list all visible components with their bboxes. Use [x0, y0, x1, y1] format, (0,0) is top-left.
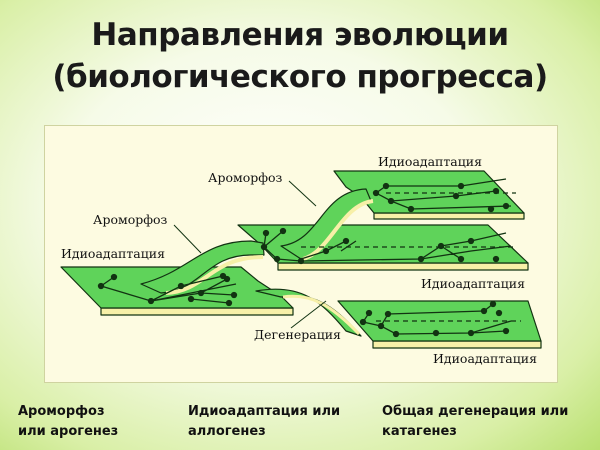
caption-aromorphosis: Ароморфоз или арогенез	[18, 402, 118, 442]
caption-line: или арогенез	[18, 424, 119, 439]
caption-line: Общая дегенерация или	[382, 404, 569, 419]
evolution-directions-diagram: Идиоадаптация Ароморфоз Ароморфоз Идиоад…	[44, 125, 558, 383]
caption-idioadaptation: Идиоадаптация или аллогенез	[188, 402, 340, 442]
platform-bottom	[337, 300, 542, 349]
tree-nodes-middle	[260, 227, 500, 265]
platform-top	[333, 170, 525, 220]
caption-line: Идиоадаптация или	[188, 404, 341, 419]
label-idioadaptation-top: Идиоадаптация	[378, 154, 482, 169]
caption-line: Ароморфоз	[18, 404, 105, 419]
label-aromorphosis-2: Ароморфоз	[208, 170, 283, 185]
label-aromorphosis-1: Ароморфоз	[93, 212, 168, 227]
slide-title: Направления эволюции (биологического про…	[0, 14, 600, 98]
caption-line: аллогенез	[188, 424, 266, 439]
tree-nodes-top	[372, 182, 510, 213]
label-idioadaptation-middle: Идиоадаптация	[421, 276, 525, 291]
caption-line: катагенез	[382, 424, 457, 439]
phylogenetic-trees	[97, 178, 521, 338]
caption-degeneration: Общая дегенерация или катагенез	[382, 402, 568, 442]
label-idioadaptation-bottom: Идиоадаптация	[433, 351, 537, 366]
leader-lines	[173, 180, 327, 329]
title-line-1: Направления эволюции	[91, 17, 509, 53]
tree-nodes-bottom	[359, 300, 510, 338]
label-degeneration: Дегенерация	[254, 327, 341, 342]
diagram-svg: Идиоадаптация Ароморфоз Ароморфоз Идиоад…	[60, 154, 542, 366]
title-line-2: (биологического прогресса)	[52, 59, 548, 95]
label-idioadaptation-left: Идиоадаптация	[61, 246, 165, 261]
tree-nodes-left	[97, 272, 238, 307]
